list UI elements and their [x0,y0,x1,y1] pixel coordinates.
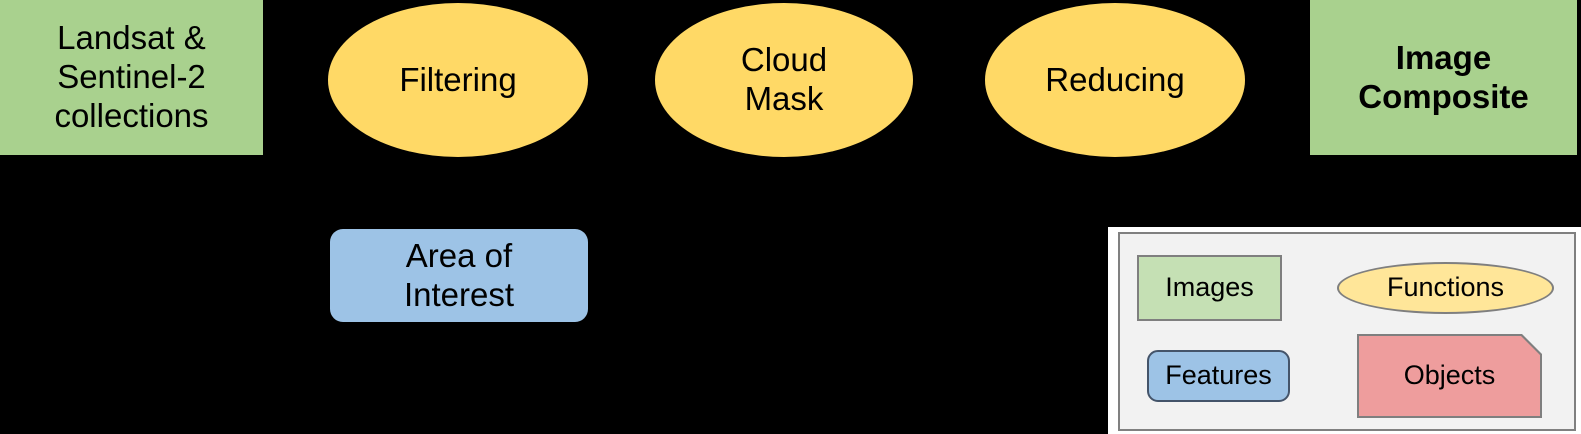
node-label-reducing: Reducing [1045,60,1185,98]
legend-label-features: Features [1165,360,1272,391]
legend-inner-panel: Images Functions Features Objects [1118,232,1576,431]
node-label-image-composite: Image Composite [1358,38,1529,115]
legend-panel: Images Functions Features Objects [1108,227,1581,434]
node-landsat-sentinel-collections[interactable]: Landsat & Sentinel-2 collections [0,0,263,155]
node-cloud-mask[interactable]: Cloud Mask [655,3,913,157]
legend-item-features: Features [1147,350,1290,402]
legend-item-functions: Functions [1337,262,1554,314]
node-reducing[interactable]: Reducing [985,3,1245,157]
legend-item-objects: Objects [1357,334,1542,418]
node-area-of-interest[interactable]: Area of Interest [330,229,588,322]
node-label-cloud-mask: Cloud Mask [740,41,828,117]
node-label-landsat-sentinel-collections: Landsat & Sentinel-2 collections [54,19,209,134]
node-image-composite[interactable]: Image Composite [1310,0,1577,155]
node-label-filtering: Filtering [399,60,517,98]
legend-label-functions: Functions [1386,272,1505,303]
node-label-area-of-interest: Area of Interest [403,236,515,313]
legend-item-images: Images [1137,255,1282,321]
legend-label-images: Images [1165,272,1254,303]
node-filtering[interactable]: Filtering [328,3,588,157]
objects-shape-fill [1359,336,1540,416]
